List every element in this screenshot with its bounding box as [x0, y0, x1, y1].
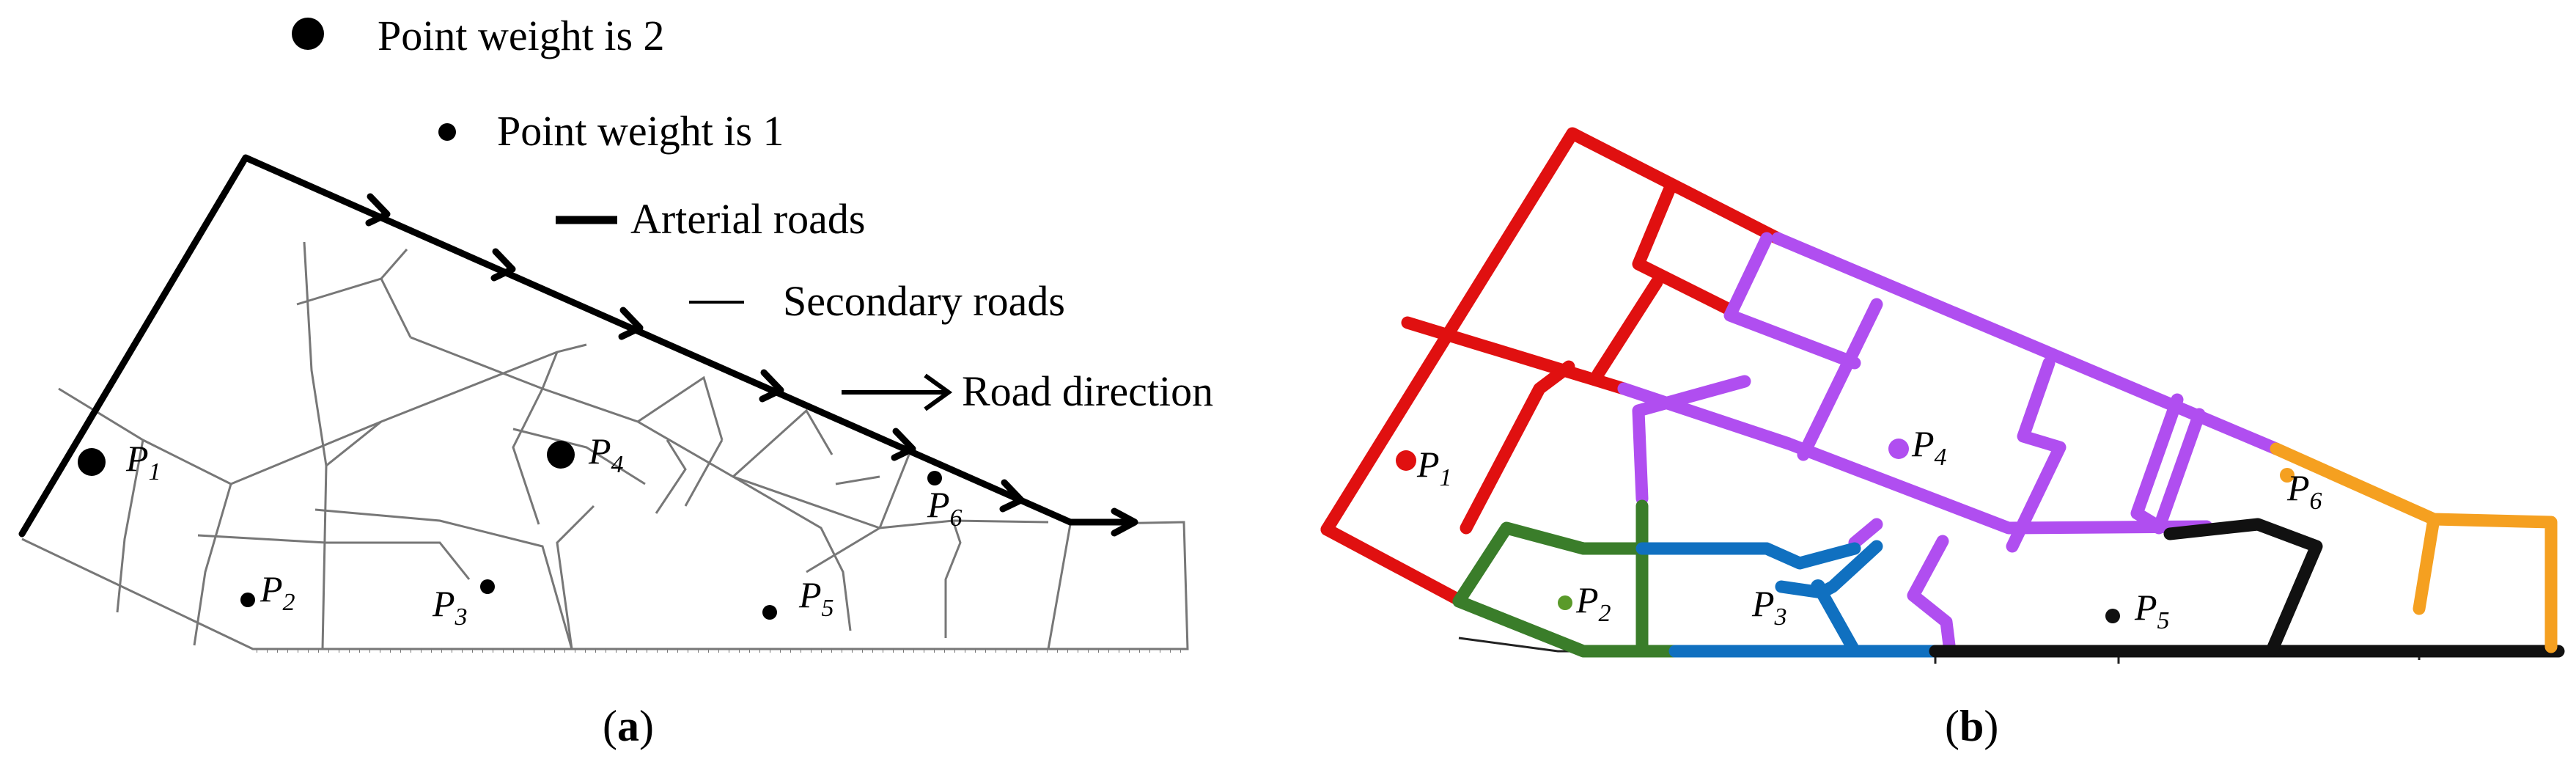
legend-direction-label: Road direction: [962, 367, 1213, 415]
point-p1-label: P1: [125, 438, 161, 485]
red-route: [1320, 127, 1784, 606]
point-p2-label: P2: [260, 568, 295, 616]
purple-route: [1617, 232, 2283, 658]
point-p2-label: P2: [1575, 579, 1611, 627]
legend-arterial-label: Arterial roads: [630, 195, 865, 243]
point-p5-weight-1: [762, 605, 777, 620]
point-p5-label: P5: [2134, 587, 2170, 634]
point-p3-marker: [1811, 579, 1825, 594]
point-p4-marker: [1888, 439, 1909, 459]
arterial-road: [18, 154, 1136, 538]
legend-weight-1-label: Point weight is 1: [497, 107, 784, 155]
weight-1-marker: [438, 123, 456, 141]
road-tick-marks: [253, 649, 1184, 655]
legend-secondary-label: Secondary roads: [783, 277, 1065, 325]
blue-route: [1635, 540, 1942, 658]
point-p6-weight-1: [927, 471, 942, 485]
green-route: [1452, 499, 1682, 658]
point-p4-weight-2: [547, 441, 575, 469]
point-p6-marker: [2280, 468, 2295, 483]
panel-b-caption: (b): [1945, 702, 1998, 750]
panel-a-road-network: P1 P2 P3 P4 P5 P6 (a): [18, 154, 1189, 750]
legend-weight-2-label: Point weight is 2: [378, 12, 665, 59]
orange-route: [2270, 442, 2558, 653]
weight-2-marker: [292, 18, 324, 50]
legend: Point weight is 2 Point weight is 1 Arte…: [292, 12, 1213, 415]
point-p6-label: P6: [927, 484, 963, 532]
panel-a-caption: (a): [603, 702, 654, 750]
point-p6-label: P6: [2286, 467, 2322, 515]
point-p1-marker: [1396, 450, 1416, 471]
secondary-roads: [21, 241, 1189, 650]
point-p3-weight-1: [480, 579, 495, 594]
point-p1-weight-2: [78, 448, 106, 476]
point-p4-label: P4: [1911, 423, 1947, 471]
black-route: [1929, 518, 2565, 658]
point-p5-marker: [2105, 609, 2120, 623]
point-p2-weight-1: [240, 593, 255, 607]
panel-a-points: P1 P2 P3 P4 P5 P6: [78, 430, 963, 631]
road-direction-arrow-icon: [842, 373, 953, 411]
point-p1-label: P1: [1416, 444, 1452, 491]
point-p2-marker: [1558, 595, 1572, 610]
point-p5-label: P5: [798, 574, 834, 622]
point-p4-label: P4: [588, 430, 624, 478]
point-p3-label: P3: [432, 583, 468, 631]
direction-arrows: [365, 193, 1138, 537]
point-p3-label: P3: [1751, 583, 1787, 631]
panel-b-points: P1 P2 P3 P4 P5 P6: [1396, 423, 2322, 634]
panel-b-route-network: P1 P2 P3 P4 P5 P6 (b): [1320, 127, 2565, 750]
